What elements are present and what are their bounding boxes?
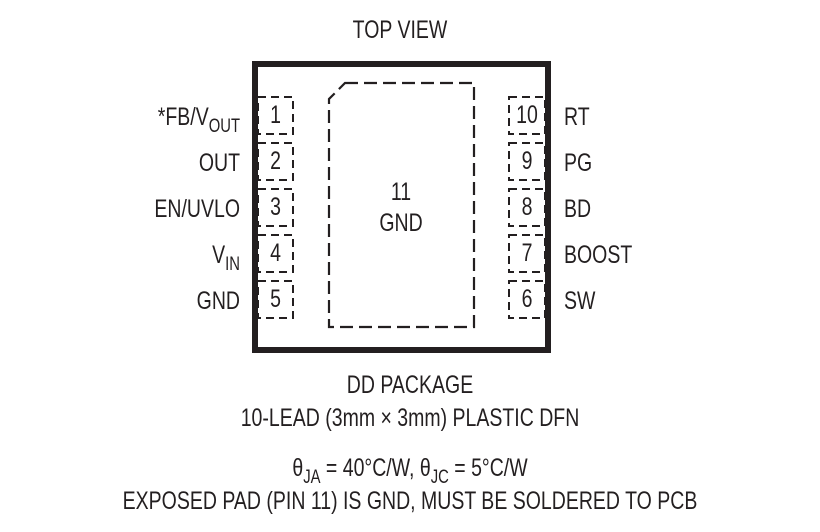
right-pin-pads <box>508 96 546 319</box>
exposed-pad-number: 11 <box>390 178 412 206</box>
exposed-pad-note: EXPOSED PAD (PIN 11) IS GND, MUST BE SOL… <box>122 487 698 515</box>
pin-number-8: 8 <box>521 193 533 221</box>
pin-number-9: 9 <box>521 147 533 175</box>
exposed-pad-outline <box>327 81 476 329</box>
pin-name-5: GND <box>196 287 240 315</box>
pin-number-4: 4 <box>270 239 281 267</box>
pin-name-6: SW <box>564 287 596 315</box>
pin-number-5: 5 <box>270 285 281 313</box>
pin-name-2: OUT <box>198 149 240 177</box>
pin-number-2: 2 <box>270 147 281 175</box>
pin-number-7: 7 <box>521 239 533 267</box>
pin-name-3: EN/UVLO <box>154 195 240 223</box>
pin-number-10: 10 <box>516 101 538 129</box>
package-description: 10-LEAD (3mm × 3mm) PLASTIC DFN <box>240 404 580 432</box>
pin-number-6: 6 <box>521 285 533 313</box>
package-name: DD PACKAGE <box>346 371 474 399</box>
package-body <box>252 61 551 353</box>
thermal-resistance: θJA = 40°C/W, θJC = 5°C/W <box>292 454 528 488</box>
view-title: TOP VIEW <box>352 16 448 44</box>
pin-number-1: 1 <box>270 101 281 129</box>
exposed-pad-label: GND <box>379 209 423 237</box>
pin-name-8: BD <box>564 195 592 223</box>
pin-name-1: *FB/VOUT <box>157 103 240 137</box>
left-pin-pads <box>257 96 294 319</box>
pin-name-4: VIN <box>212 241 240 275</box>
pin-name-10: RT <box>564 103 590 131</box>
pin-name-9: PG <box>564 149 593 177</box>
pin-number-3: 3 <box>270 193 281 221</box>
pin-name-7: BOOST <box>564 241 633 269</box>
